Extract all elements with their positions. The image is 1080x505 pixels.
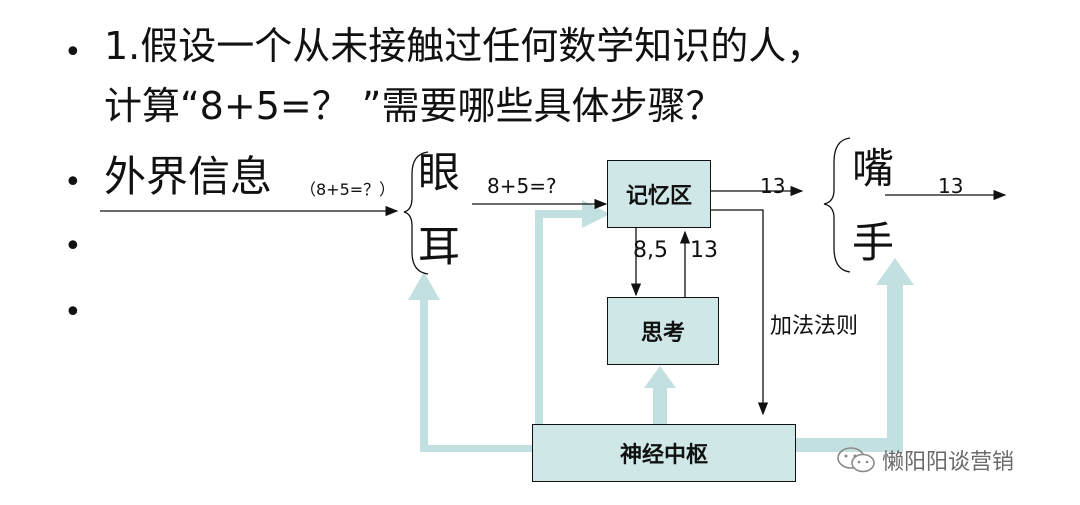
ear-label: 耳 — [418, 222, 461, 271]
addition-rule-arrow — [711, 209, 769, 416]
watermark-text: 懒阳阳谈营销 — [882, 450, 1015, 475]
central-nervous-box: 神经中枢 — [532, 424, 796, 482]
bullet: • — [64, 295, 82, 330]
external-info-subtext: （8+5=？） — [300, 180, 396, 199]
effector-brace — [823, 137, 851, 273]
thinking-to-memory-label: 13 — [690, 238, 718, 263]
eye-label: 眼 — [418, 148, 461, 197]
hand-label: 手 — [852, 218, 895, 267]
neural-feedback-arrows — [408, 200, 914, 452]
input-label: 8+5=? — [487, 174, 557, 198]
memory-box: 记忆区 — [607, 160, 711, 228]
output-label: 13 — [760, 174, 786, 198]
thinking-box: 思考 — [607, 297, 719, 365]
final-output-label: 13 — [938, 174, 964, 198]
question-line-2: 计算“8+5=？ ”需要哪些具体步骤？ — [104, 84, 724, 128]
wechat-icon — [837, 447, 875, 473]
sense-brace — [403, 151, 429, 275]
question-line-1: 1.假设一个从未接触过任何数学知识的人， — [104, 24, 825, 68]
watermark: 懒阳阳谈营销 — [836, 444, 1014, 476]
external-info-label: 外界信息 — [104, 152, 273, 201]
mouth-label: 嘴 — [852, 144, 895, 193]
addition-rule-label: 加法法则 — [770, 314, 859, 339]
bullet: • — [64, 229, 82, 264]
memory-to-thinking-label: 8,5 — [633, 238, 668, 263]
bullet: • — [64, 35, 82, 70]
bullet: • — [64, 165, 82, 200]
